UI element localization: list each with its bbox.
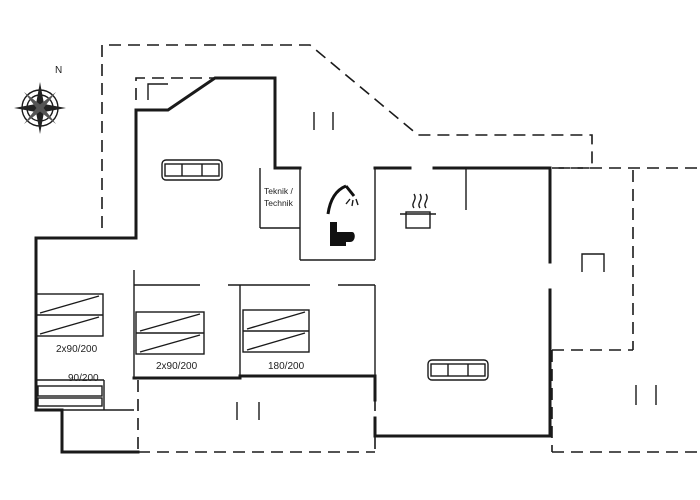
bed-size-label: 2x90/200 — [156, 361, 198, 372]
bed-icon — [135, 311, 205, 355]
compass-rose-icon — [14, 82, 66, 134]
sofa-icon — [427, 359, 489, 381]
exterior-walls — [34, 76, 552, 454]
cooking-pot-icon — [400, 193, 436, 229]
technical-room-label: Teknik / — [264, 186, 293, 196]
bed-size-label: 180/200 — [268, 361, 305, 372]
bed-icon — [35, 293, 104, 337]
interior-walls — [36, 168, 467, 411]
toilet-icon — [330, 222, 355, 246]
bed-icon — [37, 385, 103, 407]
window-icon — [147, 83, 657, 420]
compass-north-label: N — [55, 65, 62, 76]
shower-icon — [326, 184, 359, 215]
sofa-icon — [161, 159, 223, 181]
technical-room-label: Technik — [264, 198, 294, 208]
terrace-outlines — [101, 44, 700, 453]
bed-size-label: 90/200 — [68, 373, 99, 384]
bed-size-label: 2x90/200 — [56, 344, 98, 355]
bed-icon — [242, 309, 310, 353]
